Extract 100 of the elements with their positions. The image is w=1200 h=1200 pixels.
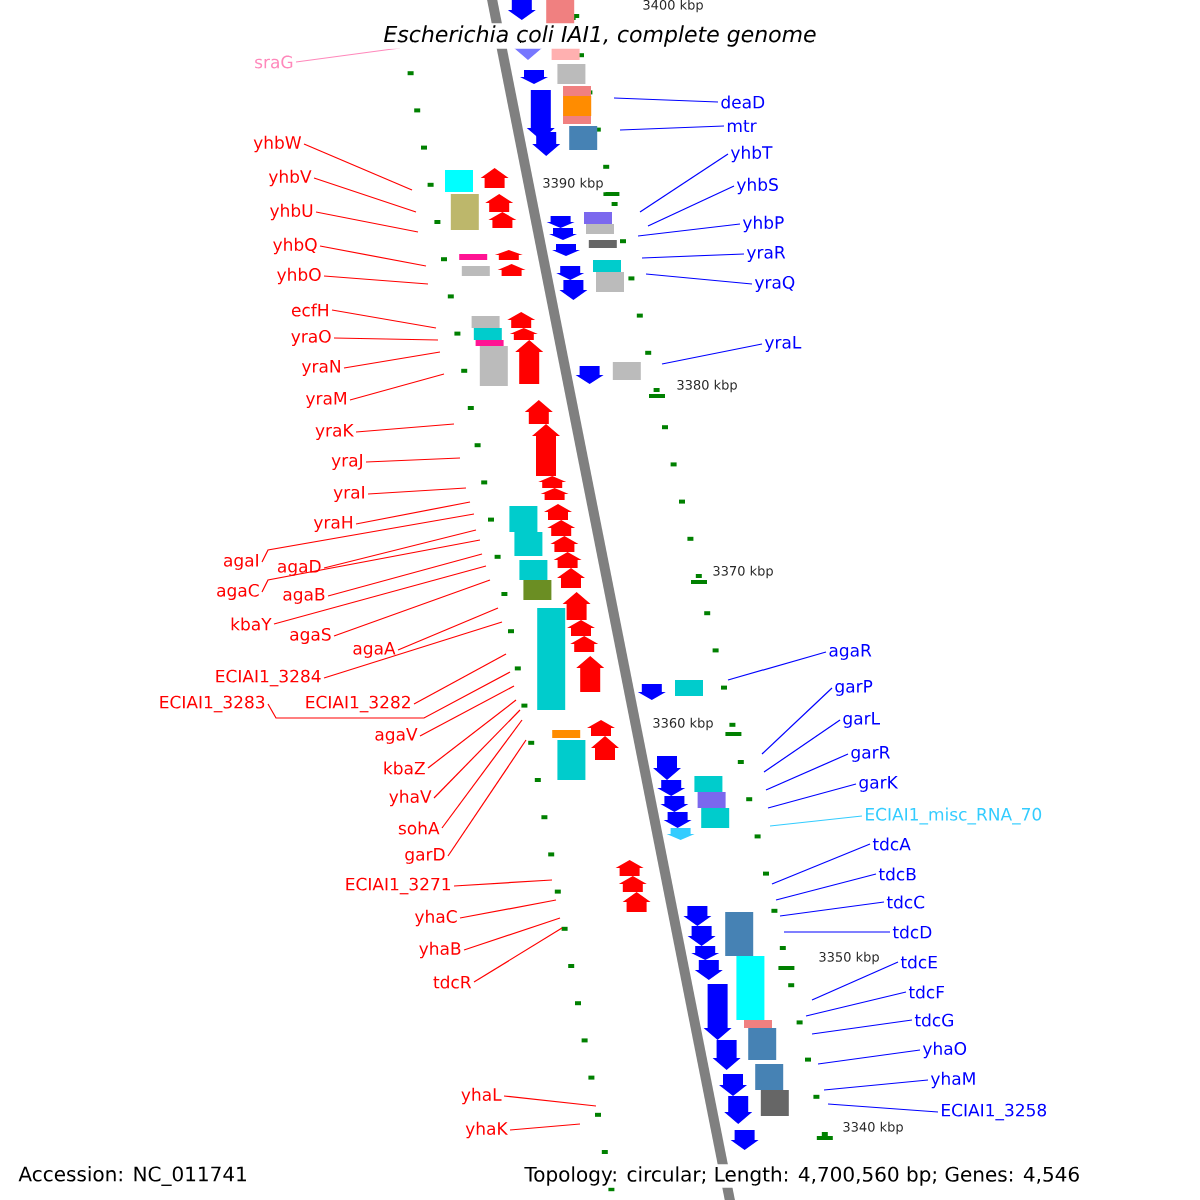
- gene-label: yhbV: [268, 169, 312, 187]
- leader-line: [827, 1103, 939, 1113]
- leader-line: [661, 343, 763, 365]
- gene-label: agaB: [283, 588, 325, 604]
- leader-line: [767, 783, 857, 809]
- gene-label: tdcR: [433, 975, 472, 989]
- leader-line: [273, 565, 487, 625]
- leader-line: [427, 699, 517, 769]
- gene-label: yhbP: [742, 215, 784, 233]
- gene-label: ECIAI1_misc_RNA_70: [866, 807, 1042, 825]
- leader-line: [349, 373, 445, 401]
- gene-label: yraL: [764, 336, 802, 352]
- gene-label: yhaC: [415, 909, 457, 927]
- gene-label: agaC: [217, 583, 259, 601]
- leader-line: [433, 709, 521, 799]
- gene-label: yraJ: [331, 454, 362, 470]
- gene-label: yhaV: [389, 789, 432, 807]
- gene-label: tdcG: [914, 1013, 953, 1027]
- gene-label: ECIAI1_3282: [306, 695, 410, 713]
- leader-line: [645, 273, 753, 285]
- leader-line: [619, 125, 725, 131]
- gene-label: agaV: [375, 728, 418, 744]
- leader-line: [727, 651, 827, 681]
- title: Escherichia coli IAI1, complete genome: [381, 23, 819, 49]
- accession-text: Accession: NC_011741: [16, 1164, 250, 1188]
- gene-label: garD: [405, 848, 445, 864]
- leader-line: [441, 719, 523, 829]
- leader-line: [779, 901, 885, 917]
- leader-line: [323, 621, 503, 679]
- gene-label: sraG: [255, 55, 293, 69]
- leader-line: [641, 253, 745, 259]
- gene-label: garR: [851, 746, 890, 762]
- gene-label: yraQ: [754, 275, 795, 293]
- gene-label: garL: [843, 712, 880, 728]
- gene-label: mtr: [727, 120, 757, 132]
- leader-line: [811, 961, 899, 1001]
- leader-line: [771, 843, 871, 885]
- leader-line: [343, 351, 441, 369]
- leader-line: [355, 423, 455, 433]
- leader-line: [503, 1095, 597, 1107]
- gene-label: yhbO: [277, 267, 321, 285]
- leader-line: [323, 529, 477, 569]
- leader-line: [463, 917, 561, 951]
- leader-line: [447, 739, 527, 857]
- leader-line: [333, 337, 439, 341]
- gene-label: sohA: [398, 821, 440, 835]
- leader-line: [267, 671, 511, 719]
- leader-line: [823, 1079, 929, 1091]
- leader-line: [509, 1123, 581, 1131]
- gene-label: agaA: [353, 642, 396, 658]
- gene-label: yraI: [333, 486, 364, 502]
- leader-line: [331, 309, 437, 329]
- gene-label: yraN: [301, 360, 340, 376]
- leader-line: [333, 579, 491, 637]
- leader-line: [775, 873, 877, 901]
- gene-label: deaD: [721, 95, 765, 109]
- leader-line: [261, 513, 475, 563]
- leader-line: [313, 177, 417, 213]
- leader-line: [761, 687, 833, 755]
- leader-line: [783, 931, 891, 933]
- gene-label: yhbQ: [273, 237, 317, 255]
- leader-line: [397, 607, 499, 651]
- leader-line: [613, 97, 719, 103]
- gene-label: yhbW: [253, 135, 302, 153]
- gene-label: yraH: [313, 516, 352, 532]
- leader-line: [811, 1019, 913, 1035]
- leader-line: [365, 457, 461, 463]
- gene-label: ECIAI1_3271: [346, 877, 450, 895]
- leader-line: [769, 815, 863, 827]
- gene-label: agaR: [829, 644, 872, 660]
- leader-line: [639, 153, 729, 213]
- gene-label: tdcB: [878, 867, 916, 881]
- leader-line: [327, 553, 483, 597]
- leader-line: [355, 501, 471, 525]
- gene-label: tdcD: [892, 925, 932, 939]
- leader-line: [261, 539, 481, 593]
- gene-label: tdcF: [908, 985, 944, 999]
- gene-label: yhaM: [930, 1071, 975, 1089]
- gene-label: garP: [835, 680, 873, 696]
- leader-line: [763, 719, 841, 773]
- leader-line: [413, 653, 507, 705]
- gene-label: garK: [859, 776, 899, 792]
- leader-line: [765, 753, 849, 791]
- leader-line: [453, 879, 553, 887]
- gene-label: yraO: [291, 329, 331, 347]
- leader-line: [303, 143, 413, 191]
- leader-line: [473, 927, 563, 983]
- leader-line: [419, 685, 515, 737]
- gene-label: ECIAI1_3258: [942, 1103, 1047, 1121]
- leader-line: [367, 487, 467, 495]
- gene-label: agaS: [290, 627, 331, 645]
- gene-label: agaI: [224, 554, 258, 570]
- gene-label: yhbS: [736, 177, 778, 195]
- leader-line: [637, 223, 741, 237]
- gene-label: tdcA: [872, 837, 911, 851]
- gene-label: yhaO: [922, 1041, 967, 1059]
- gene-label: tdcC: [886, 895, 925, 909]
- gene-label: yhaB: [419, 941, 461, 959]
- gene-label: kbaZ: [384, 761, 425, 775]
- leader-line: [319, 245, 427, 267]
